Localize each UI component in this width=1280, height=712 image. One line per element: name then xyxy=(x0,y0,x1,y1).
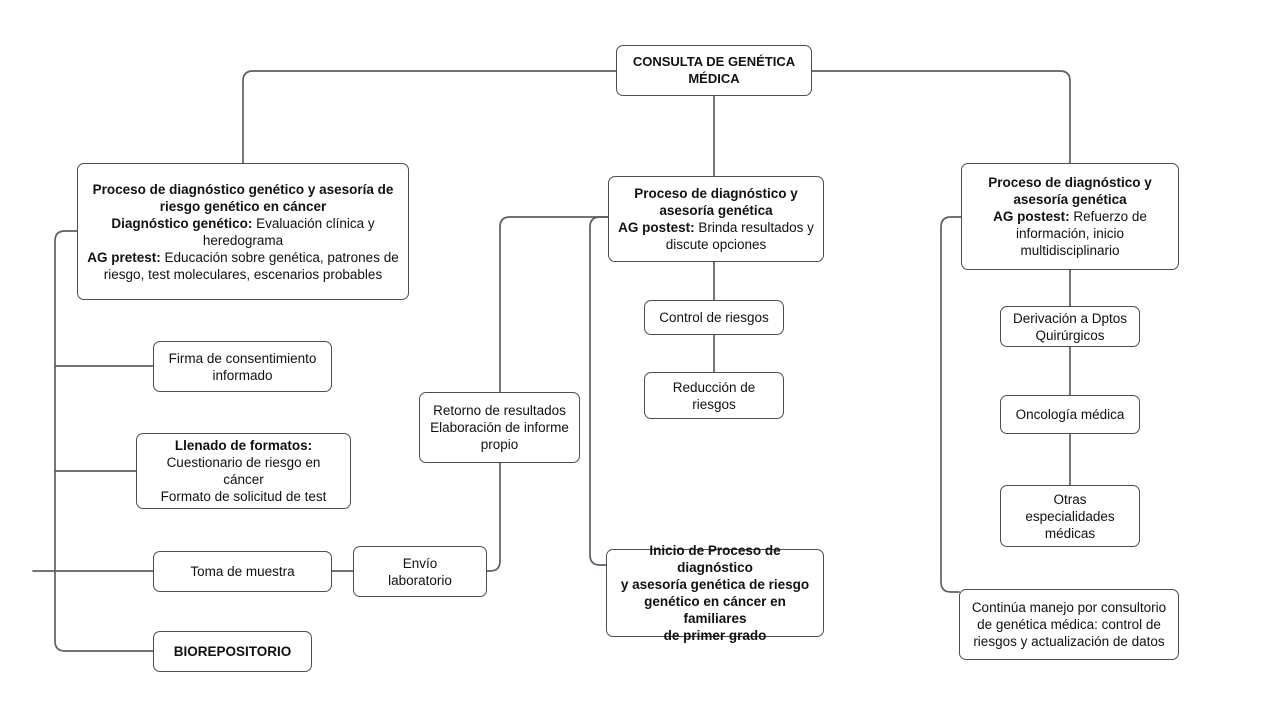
continua-line-2: de genética médica: control de xyxy=(977,617,1161,632)
retorno-line-3: propio xyxy=(480,437,519,452)
node-proceso-diagnostico-derecha[interactable]: Proceso de diagnóstico y asesoría genéti… xyxy=(961,163,1179,270)
middle-postest-line: AG postest: Brinda resultados y xyxy=(618,219,814,236)
otras-line-1: Otras xyxy=(1053,491,1087,507)
root-line-2: MÉDICA xyxy=(688,70,740,86)
formats-line-2: Formato de solicitud de test xyxy=(160,489,327,504)
wire-right-to-continua xyxy=(940,216,962,593)
node-llenado-formatos[interactable]: Llenado de formatos: Cuestionario de rie… xyxy=(136,433,351,509)
left-pretest-line: AG pretest: Educación sobre genética, pa… xyxy=(87,249,398,266)
node-firma-consentimiento[interactable]: Firma de consentimiento informado xyxy=(153,341,332,392)
left-pretest-text: Educación sobre genética, patrones de xyxy=(160,249,399,265)
formats-head: Llenado de formatos: xyxy=(174,438,313,453)
middle-postest-line-2: discute opciones xyxy=(665,237,767,252)
derivacion-line-2: Quirúrgicos xyxy=(1035,327,1105,343)
node-reduccion-de-riesgos[interactable]: Reducción de riesgos xyxy=(644,372,784,419)
node-biorepositorio[interactable]: BIOREPOSITORIO xyxy=(153,631,312,672)
node-continua-manejo-consultorio[interactable]: Continúa manejo por consultorio de genét… xyxy=(959,589,1179,660)
middle-postest-text: Brinda resultados y xyxy=(694,220,814,235)
node-retorno-resultados[interactable]: Retorno de resultados Elaboración de inf… xyxy=(419,392,580,463)
retorno-line-1: Retorno de resultados xyxy=(433,403,566,418)
node-inicio-proceso-familiares[interactable]: Inicio de Proceso de diagnóstico y aseso… xyxy=(606,543,824,643)
familiares-line-3: genético en cáncer en familiares xyxy=(644,594,786,626)
consent-line-2: informado xyxy=(212,367,273,383)
formats-line-1: Cuestionario de riesgo en cáncer xyxy=(166,455,321,487)
continua-line-3: riesgos y actualización de datos xyxy=(973,634,1165,649)
lab-line-1: Envío xyxy=(402,555,438,571)
node-toma-de-muestra[interactable]: Toma de muestra xyxy=(153,551,332,592)
right-postest-line-2: información, inicio xyxy=(1015,226,1125,241)
derivacion-line-1: Derivación a Dptos xyxy=(1012,310,1128,326)
left-dx-label: Diagnóstico genético: xyxy=(111,215,253,231)
otras-line-2: especialidades xyxy=(1025,508,1115,524)
left-title-line-2: riesgo genético en cáncer xyxy=(159,198,327,214)
right-title-line-2: asesoría genética xyxy=(1013,192,1127,207)
consent-line-1: Firma de consentimiento xyxy=(168,350,317,366)
left-dx-line: Diagnóstico genético: Evaluación clínica… xyxy=(87,215,398,232)
wire-root-to-left xyxy=(242,70,617,164)
familiares-line-2: y asesoría genética de riesgo xyxy=(620,577,810,592)
familiares-line-4: de primer grado xyxy=(663,628,767,643)
node-proceso-diagnostico-medio[interactable]: Proceso de diagnóstico y asesoría genéti… xyxy=(608,176,824,262)
left-dx-text: Evaluación clínica y xyxy=(252,215,375,231)
node-envio-laboratorio[interactable]: Envío laboratorio xyxy=(353,546,487,597)
wire-middle-to-familiares xyxy=(589,216,609,566)
retorno-line-2: Elaboración de informe xyxy=(430,420,569,435)
right-postest-label: AG postest: xyxy=(993,209,1070,224)
node-consulta-genetica-medica[interactable]: CONSULTA DE GENÉTICA MÉDICA xyxy=(616,45,812,96)
node-control-de-riesgos[interactable]: Control de riesgos xyxy=(644,300,784,335)
lab-line-2: laboratorio xyxy=(388,572,452,588)
reduccion-line-2: riesgos xyxy=(692,396,736,412)
right-title-line-1: Proceso de diagnóstico y xyxy=(988,175,1152,190)
node-proceso-diagnostico-izquierda[interactable]: Proceso de diagnóstico genético y asesor… xyxy=(77,163,409,300)
middle-title-line-2: asesoría genética xyxy=(659,203,773,218)
left-pretest-line-2: riesgo, test moleculares, escenarios pro… xyxy=(103,266,383,282)
biorepositorio-line-1: BIOREPOSITORIO xyxy=(173,644,292,659)
node-otras-especialidades-medicas[interactable]: Otras especialidades médicas xyxy=(1000,485,1140,547)
otras-line-3: médicas xyxy=(1044,525,1096,541)
continua-line-1: Continúa manejo por consultorio xyxy=(971,600,1167,615)
right-postest-line-3: multidisciplinario xyxy=(1020,243,1120,258)
sample-line-1: Toma de muestra xyxy=(190,564,295,579)
node-oncologia-medica[interactable]: Oncología médica xyxy=(1000,395,1140,434)
reduccion-line-1: Reducción de xyxy=(672,379,756,395)
left-pretest-label: AG pretest: xyxy=(87,249,161,265)
node-derivacion-dptos-quirurgicos[interactable]: Derivación a Dptos Quirúrgicos xyxy=(1000,306,1140,347)
left-title-line-1: Proceso de diagnóstico genético y asesor… xyxy=(92,181,394,197)
control-line-1: Control de riesgos xyxy=(659,310,769,325)
right-postest-line: AG postest: Refuerzo de xyxy=(988,208,1152,225)
middle-title-line-1: Proceso de diagnóstico y xyxy=(634,186,798,201)
oncologia-line-1: Oncología médica xyxy=(1015,407,1125,422)
right-postest-text: Refuerzo de xyxy=(1069,209,1147,224)
wire-root-to-right xyxy=(811,70,1071,164)
root-line-1: CONSULTA DE GENÉTICA xyxy=(632,54,796,70)
familiares-line-1: Inicio de Proceso de diagnóstico xyxy=(649,543,781,575)
middle-postest-label: AG postest: xyxy=(618,220,695,235)
left-dx-line-2: heredograma xyxy=(202,232,284,248)
